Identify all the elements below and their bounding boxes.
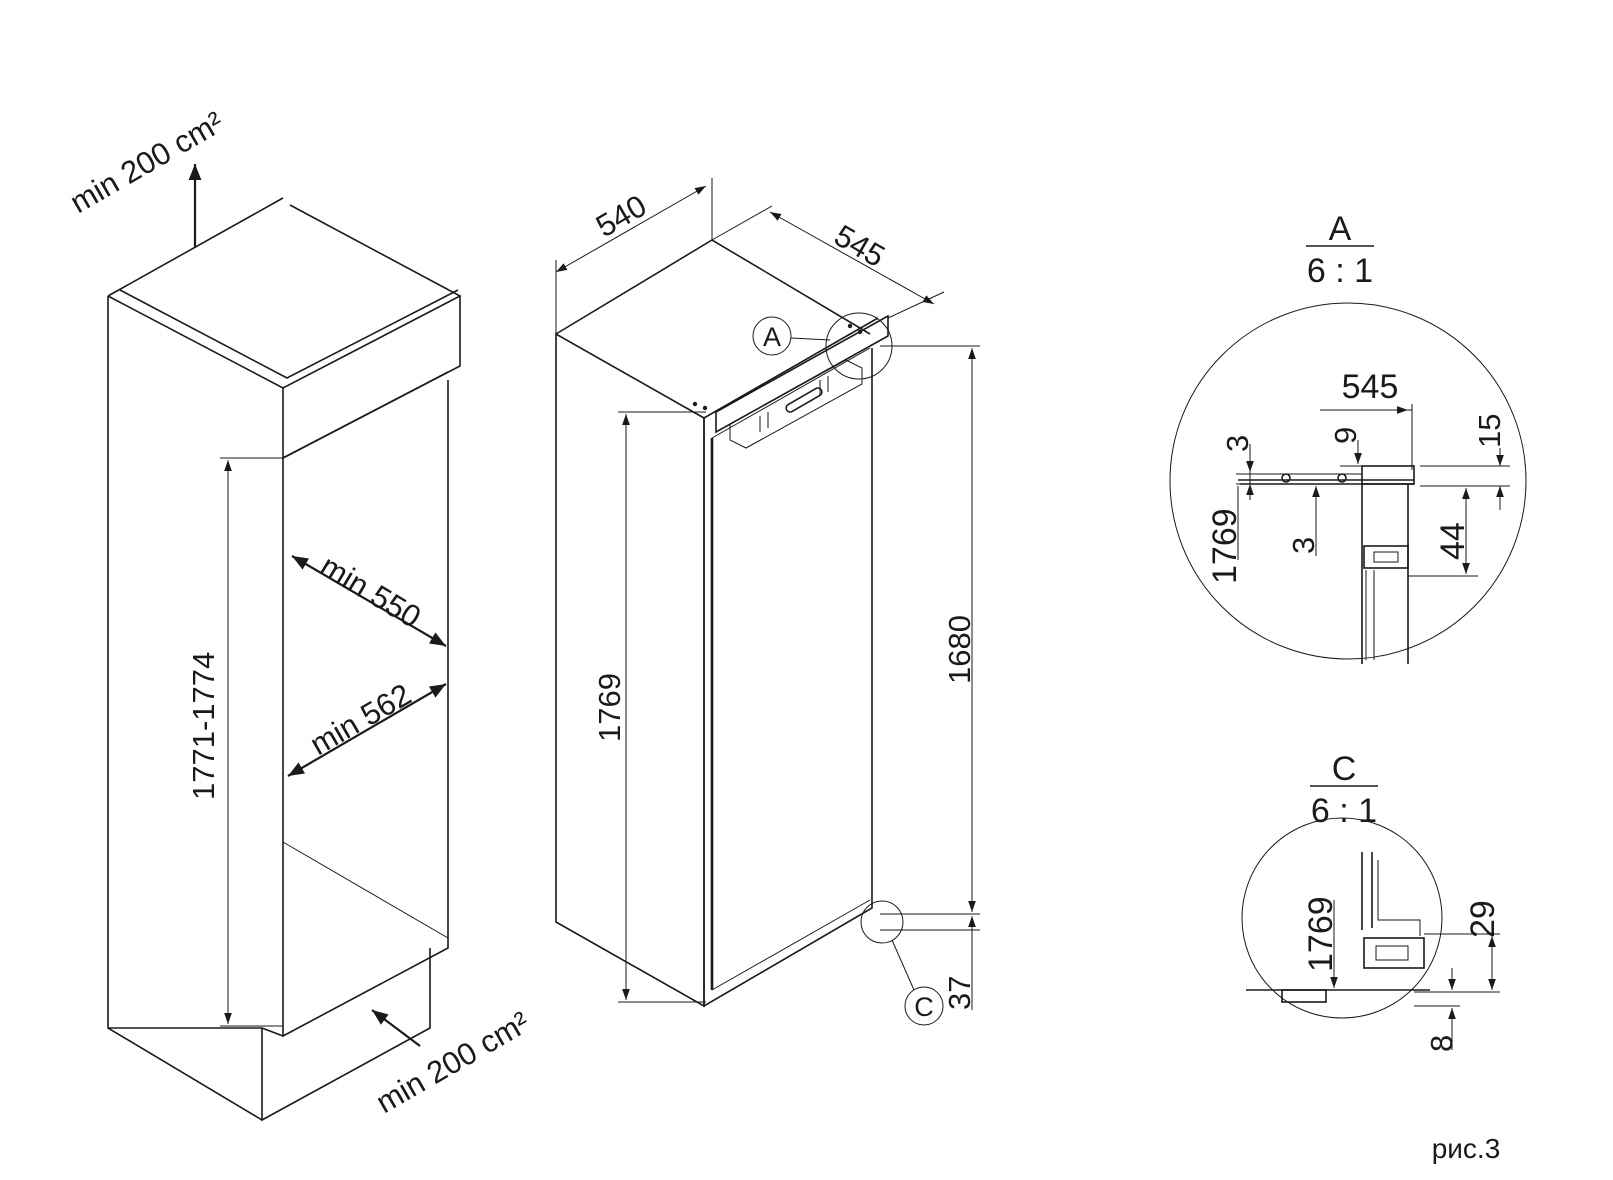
detail-c-dimensions (1330, 900, 1500, 1050)
detail-c-view (1241, 817, 1443, 1019)
niche-width-label: min 562 (304, 677, 417, 762)
niche-width-dimension (287, 683, 447, 777)
niche-cabinet (107, 197, 462, 1122)
niche-depth-label: min 550 (314, 548, 427, 635)
callout-c (860, 900, 944, 1026)
appliance-bottom-gap-dimension (880, 916, 980, 1010)
detail-a-dim-3-top: 3 (1220, 435, 1255, 452)
appliance-depth-dimension (711, 205, 945, 319)
appliance-depth-label: 545 (829, 218, 891, 274)
niche-height-dimension (220, 457, 283, 1027)
niche-height-label: 1771-1774 (186, 652, 221, 800)
detail-c-dim-8: 8 (1424, 1035, 1459, 1052)
vent-bottom-arrow (371, 1009, 421, 1047)
vent-top-label: min 200 cm² (64, 104, 229, 220)
detail-a-scale: 6 : 1 (1307, 252, 1373, 290)
niche-depth-dimension (291, 555, 447, 647)
detail-a-dim-545: 545 (1342, 368, 1399, 406)
detail-c-dim-29: 29 (1464, 900, 1502, 938)
appliance-height-right-label: 1680 (942, 615, 977, 684)
detail-a-view (1169, 302, 1527, 664)
detail-a-dim-3-bottom: 3 (1286, 537, 1321, 554)
detail-c-letter: C (1332, 750, 1357, 788)
detail-a-dim-44: 44 (1434, 522, 1472, 560)
figure-label: рис.3 (1432, 1133, 1501, 1164)
detail-a-dim-15: 15 (1472, 414, 1507, 448)
appliance-width-dimension (555, 178, 713, 334)
appliance-width-label: 540 (590, 188, 652, 244)
appliance-body (555, 239, 889, 1008)
callout-c-letter: C (914, 992, 934, 1022)
detail-a-letter: A (1329, 210, 1352, 248)
appliance-height-left-dimension (618, 411, 706, 1003)
vent-bottom-label: min 200 cm² (370, 1004, 535, 1120)
detail-c-dim-1769: 1769 (1302, 896, 1340, 972)
callout-a-letter: A (763, 322, 781, 352)
appliance-bottom-gap-label: 37 (942, 976, 977, 1010)
detail-c-scale: 6 : 1 (1311, 792, 1377, 830)
appliance-height-left-label: 1769 (592, 673, 627, 742)
detail-a-dim-9: 9 (1328, 427, 1363, 444)
detail-a-dim-1769: 1769 (1206, 508, 1244, 584)
detail-a-dimensions (1236, 404, 1510, 577)
appliance-height-right-dimension (880, 345, 980, 915)
callout-a (752, 312, 893, 380)
